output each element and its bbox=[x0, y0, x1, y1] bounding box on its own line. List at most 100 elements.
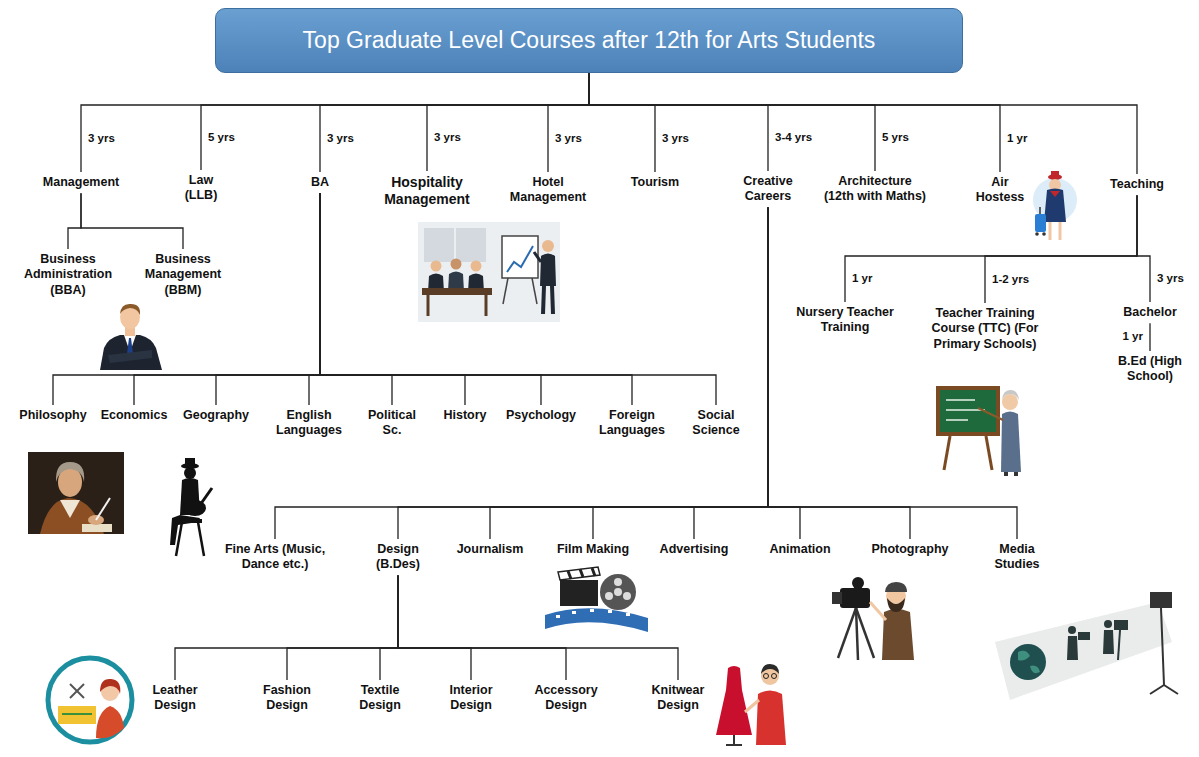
media-studio-illustration-part bbox=[1161, 608, 1164, 685]
node-text: Air Hostess bbox=[972, 175, 1028, 206]
meeting-illustration-part bbox=[485, 295, 488, 316]
film-reel-illustration-part bbox=[592, 568, 595, 576]
duration-label: 3 yrs bbox=[553, 132, 584, 146]
course-label: Architecture (12th with Maths) bbox=[823, 174, 927, 205]
tree-connector bbox=[1149, 323, 1150, 351]
course-label: Knitwear Design bbox=[644, 683, 712, 714]
sewing-designer-illustration-part bbox=[48, 658, 132, 742]
tree-connector bbox=[985, 195, 1137, 303]
course-label: Journalism bbox=[457, 542, 524, 557]
node-text: Law (LLB) bbox=[177, 173, 225, 204]
meeting-illustration-part bbox=[532, 278, 537, 304]
dress-designer-illustration-part bbox=[764, 674, 769, 679]
film-reel-illustration-part bbox=[558, 567, 600, 580]
node-text: Hotel Management bbox=[505, 175, 591, 206]
course-label: Creative Careers bbox=[733, 174, 803, 205]
philosopher-portrait-part bbox=[96, 498, 110, 520]
duration-label: 3 yrs bbox=[1155, 272, 1186, 286]
node-text: Leather Design bbox=[141, 683, 209, 714]
node-text: Psychology bbox=[506, 408, 576, 423]
sewing-designer-illustration-part bbox=[62, 713, 92, 715]
course-label: Interior Design bbox=[437, 683, 505, 714]
film-reel-illustration-part bbox=[590, 609, 594, 612]
meeting-illustration-part bbox=[540, 254, 556, 287]
meeting-illustration-part bbox=[454, 228, 456, 262]
course-label: Media Studies bbox=[987, 542, 1047, 573]
node-text: Interior Design bbox=[437, 683, 505, 714]
film-reel-illustration-part bbox=[556, 615, 560, 618]
course-label: Advertising bbox=[660, 542, 729, 557]
tree-connector bbox=[320, 193, 716, 405]
course-label: Nursery Teacher Training bbox=[793, 305, 897, 336]
tree-connector bbox=[768, 208, 1017, 540]
course-label: Animation bbox=[769, 542, 830, 557]
node-text: Top Graduate Level Courses after 12th fo… bbox=[303, 26, 876, 54]
meeting-illustration-part bbox=[507, 246, 533, 272]
tree-connector bbox=[309, 193, 320, 405]
film-reel-illustration-part bbox=[580, 569, 583, 577]
meeting-illustration-part bbox=[543, 286, 544, 314]
node-text: Architecture (12th with Maths) bbox=[823, 174, 927, 205]
node-text: Fashion Design bbox=[253, 683, 321, 714]
course-label: B.Ed (High School) bbox=[1106, 354, 1194, 385]
course-label: Economics bbox=[101, 408, 168, 423]
meeting-illustration-part bbox=[471, 261, 482, 272]
course-label: BA bbox=[311, 175, 329, 190]
tree-connector bbox=[398, 208, 768, 540]
businessman-figure-part bbox=[108, 350, 152, 363]
media-studio-illustration-part bbox=[1068, 626, 1076, 634]
guitarist-silhouette-part bbox=[176, 522, 182, 556]
course-label: Textile Design bbox=[346, 683, 414, 714]
node-text: Film Making bbox=[557, 542, 629, 557]
air-hostess-illustration-part bbox=[1035, 232, 1039, 236]
tree-connector bbox=[589, 73, 768, 171]
node-text: Journalism bbox=[457, 542, 524, 557]
teacher-illustration-part bbox=[986, 436, 992, 470]
film-reel-illustration bbox=[545, 567, 648, 632]
tree-connector bbox=[380, 576, 398, 681]
philosopher-portrait-part bbox=[82, 524, 112, 532]
meeting-illustration-part bbox=[451, 259, 462, 270]
course-label: Philosophy bbox=[19, 408, 86, 423]
tree-connector bbox=[589, 73, 1000, 172]
businessman-figure-part bbox=[120, 304, 140, 315]
tree-connector bbox=[216, 193, 320, 405]
photographer-illustration-part bbox=[840, 588, 870, 608]
meeting-illustration-part bbox=[427, 295, 430, 316]
meeting-illustration-part bbox=[502, 236, 538, 278]
tree-connector bbox=[320, 193, 465, 405]
guitarist-silhouette-part bbox=[198, 522, 204, 556]
sewing-designer-illustration-part bbox=[70, 684, 84, 698]
tree-connector bbox=[589, 73, 1137, 174]
tree-connector bbox=[320, 193, 632, 405]
sewing-designer-illustration-part bbox=[100, 679, 120, 694]
tree-connector bbox=[398, 576, 566, 681]
tree-connector bbox=[845, 195, 1137, 302]
photographer-illustration-part bbox=[852, 577, 864, 589]
tree-connector bbox=[287, 576, 398, 681]
media-studio-illustration-part bbox=[1118, 630, 1120, 660]
dress-designer-illustration-part bbox=[716, 666, 752, 735]
film-reel-illustration-part bbox=[572, 611, 576, 614]
node-text: B.Ed (High School) bbox=[1106, 354, 1194, 385]
dress-designer-illustration bbox=[716, 664, 786, 745]
node-text: Media Studies bbox=[987, 542, 1047, 573]
tree-connector bbox=[175, 576, 398, 681]
media-studio-illustration-part bbox=[1078, 632, 1090, 640]
air-hostess-illustration-part bbox=[1039, 207, 1041, 214]
media-studio-illustration-part bbox=[1018, 651, 1030, 661]
tree-connector bbox=[589, 73, 875, 171]
title-box: Top Graduate Level Courses after 12th fo… bbox=[215, 8, 963, 73]
course-label: History bbox=[443, 408, 486, 423]
course-label: Hotel Management bbox=[505, 175, 591, 206]
air-hostess-illustration-part bbox=[1049, 222, 1052, 240]
air-hostess-illustration-part bbox=[1050, 191, 1060, 197]
course-label: Air Hostess bbox=[972, 175, 1028, 206]
course-label: Tourism bbox=[631, 175, 679, 190]
teacher-illustration-part bbox=[1004, 472, 1008, 476]
meeting-illustration-part bbox=[552, 286, 553, 314]
tree-connector bbox=[398, 576, 471, 681]
duration-label: 1 yr bbox=[1121, 330, 1145, 344]
air-hostess-illustration-part bbox=[1042, 232, 1046, 236]
